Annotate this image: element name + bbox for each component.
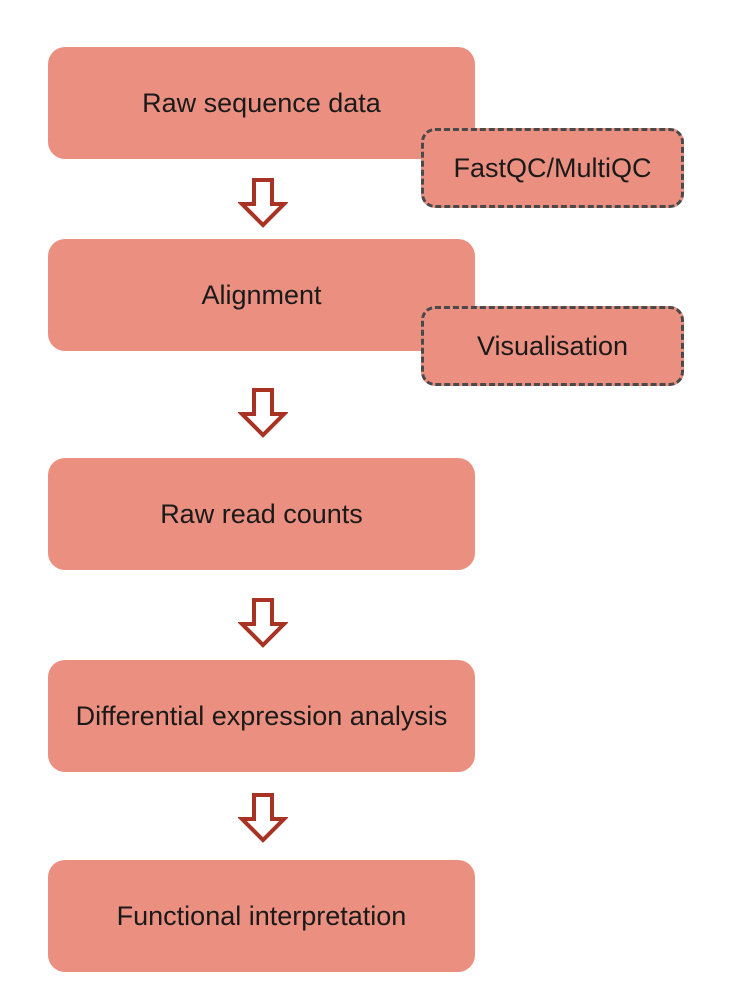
step-label: Alignment (201, 279, 322, 310)
step-functional-interpretation: Functional interpretation (48, 860, 475, 972)
step-label: Raw read counts (160, 498, 363, 529)
step-label: Functional interpretation (116, 900, 407, 931)
step-label: Differential expression analysis (75, 700, 448, 731)
step-alignment: Alignment (48, 239, 475, 351)
side-step-visualisation: Visualisation (421, 306, 684, 386)
step-raw-read-counts: Raw read counts (48, 458, 475, 570)
side-step-label: FastQC/MultiQC (453, 152, 652, 183)
arrow-down-icon (238, 178, 288, 228)
arrow-down-icon (238, 598, 288, 648)
side-step-fastqc-multiqc: FastQC/MultiQC (421, 128, 684, 208)
side-step-label: Visualisation (476, 330, 629, 361)
arrow-down-icon (238, 793, 288, 843)
step-raw-sequence-data: Raw sequence data (48, 47, 475, 159)
step-label: Raw sequence data (142, 87, 381, 118)
step-differential-expression-analysis: Differential expression analysis (48, 660, 475, 772)
arrow-down-icon (238, 388, 288, 438)
